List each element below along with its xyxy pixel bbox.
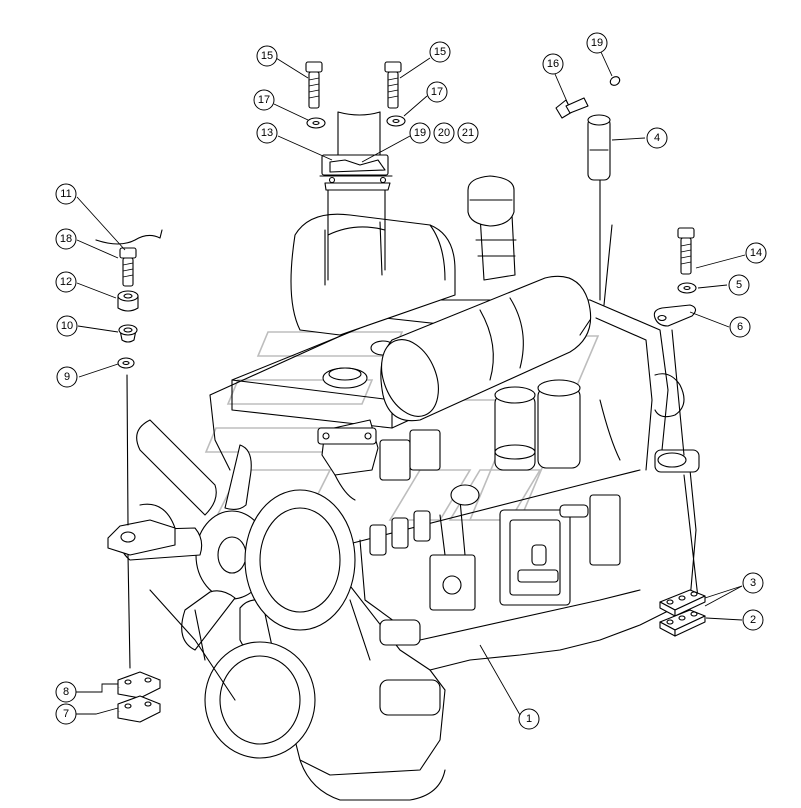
callout-11: 11 [55, 183, 77, 205]
callout-5: 5 [728, 274, 750, 296]
svg-text:12: 12 [60, 276, 72, 288]
callout-8: 8 [55, 681, 77, 703]
bolt-15-right [384, 61, 402, 109]
bolt-15-left [305, 61, 323, 109]
svg-text:3: 3 [750, 577, 756, 589]
washer-5 [677, 282, 697, 294]
svg-text:13: 13 [261, 127, 273, 139]
callout-18: 18 [55, 228, 77, 250]
plates-7 [117, 695, 161, 723]
upper-mount-parts [305, 61, 406, 281]
callout-17-right: 17 [426, 81, 448, 103]
svg-text:9: 9 [64, 371, 70, 383]
svg-text:14: 14 [750, 247, 762, 259]
callout-15-right: 15 [429, 41, 451, 63]
svg-text:16: 16 [547, 58, 559, 70]
svg-text:15: 15 [261, 50, 273, 62]
svg-text:17: 17 [431, 86, 443, 98]
svg-text:5: 5 [736, 279, 742, 291]
svg-text:17: 17 [258, 94, 270, 106]
callout-14: 14 [745, 242, 767, 264]
callout-1: 1 [518, 708, 540, 730]
leader-lines [76, 51, 746, 716]
callout-9: 9 [56, 366, 78, 388]
callout-7: 7 [55, 703, 77, 725]
callout-10: 10 [56, 315, 78, 337]
callout-12: 12 [55, 271, 77, 293]
callout-21: 21 [457, 122, 479, 144]
callout-13: 13 [256, 122, 278, 144]
plates-3 [659, 589, 706, 617]
svg-text:6: 6 [737, 321, 743, 333]
bolt-16 [555, 97, 589, 119]
bolt-18 [119, 247, 137, 287]
svg-text:4: 4 [654, 132, 660, 144]
plates-2 [659, 609, 706, 637]
callouts: 1 2 3 4 5 6 7 8 9 10 11 12 13 14 15 15 1… [55, 32, 767, 730]
svg-text:11: 11 [60, 188, 71, 200]
callout-2: 2 [742, 609, 764, 631]
callout-4: 4 [646, 127, 668, 149]
bushing-10 [118, 324, 138, 343]
callout-15-left: 15 [256, 45, 278, 67]
left-mount-parts [95, 229, 163, 723]
nut-19 [609, 76, 621, 86]
mount-4 [587, 114, 613, 306]
svg-text:21: 21 [462, 127, 474, 139]
callout-16: 16 [542, 53, 564, 75]
svg-text:15: 15 [434, 46, 446, 58]
callout-6: 6 [729, 316, 751, 338]
callout-17-left: 17 [253, 89, 275, 111]
callout-3: 3 [742, 572, 764, 594]
svg-text:19: 19 [414, 127, 426, 139]
callout-19-mid: 19 [409, 122, 431, 144]
bolt-14 [677, 227, 695, 275]
svg-text:2: 2 [750, 614, 756, 626]
svg-text:19: 19 [591, 37, 603, 49]
callout-20: 20 [433, 122, 455, 144]
svg-text:8: 8 [63, 686, 69, 698]
svg-text:10: 10 [61, 320, 73, 332]
engine-assembly [107, 175, 700, 801]
plates-8 [117, 671, 161, 699]
bushing-12 [117, 290, 139, 312]
callout-19-top: 19 [586, 32, 608, 54]
svg-text:20: 20 [438, 127, 450, 139]
svg-text:18: 18 [60, 233, 72, 245]
bracket-6 [653, 304, 697, 327]
svg-text:7: 7 [63, 708, 69, 720]
svg-text:1: 1 [526, 713, 532, 725]
washer-9 [117, 357, 135, 369]
